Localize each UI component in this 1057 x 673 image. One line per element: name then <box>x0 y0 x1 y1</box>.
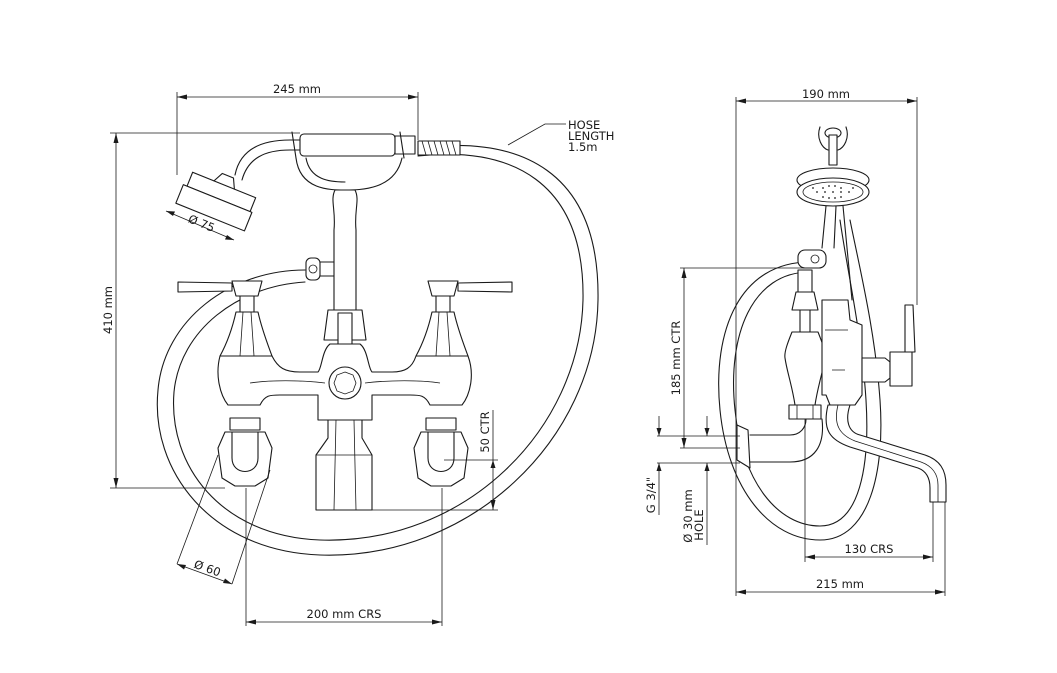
right-tap <box>415 280 513 357</box>
hose-label-line-2: LENGTH <box>568 129 614 143</box>
hose-outlet-side <box>797 249 827 269</box>
left-tap <box>177 280 273 357</box>
dim-215: 215 mm <box>735 430 946 596</box>
right-inlet <box>413 417 469 487</box>
dim-410-label: 410 mm <box>101 286 115 334</box>
side-view: 190 mm 185 mm CTR G 3/4" Ø 30 mm HOLE <box>644 87 947 596</box>
spout-side <box>825 404 947 503</box>
hole-label-line-1: Ø 30 mm <box>681 489 695 542</box>
dim-thread: G 3/4" <box>644 416 740 515</box>
hose-connector <box>417 140 461 156</box>
dim-185-ctr: 185 mm CTR <box>669 267 805 449</box>
dim-200-label: 200 mm CRS <box>307 607 382 621</box>
dim-245-label: 245 mm <box>273 82 321 96</box>
hose <box>156 140 599 556</box>
spray-holes <box>812 185 854 199</box>
hole-label-line-2: HOLE <box>692 509 706 540</box>
dim-50-label: 50 CTR <box>478 411 492 452</box>
dim-hole: Ø 30 mm HOLE <box>681 416 710 545</box>
tap-side <box>784 269 826 420</box>
shower-head-side <box>796 126 870 301</box>
hose-label-line-1: HOSE <box>568 118 600 132</box>
dim-130-label: 130 CRS <box>845 542 894 556</box>
left-inlet <box>217 417 273 487</box>
dim-190-label: 190 mm <box>802 87 850 101</box>
hose-length-callout: HOSE LENGTH 1.5m <box>507 118 614 154</box>
dim-410: 410 mm <box>101 132 300 489</box>
dim-215-label: 215 mm <box>816 577 864 591</box>
thread-label: G 3/4" <box>644 477 658 513</box>
cradle-stem <box>305 189 358 311</box>
handset-head <box>175 171 257 232</box>
body-side <box>821 299 916 406</box>
dim-130-crs: 130 CRS <box>804 419 934 562</box>
hose-label-line-3: 1.5m <box>568 140 598 154</box>
deck-inlet-side <box>736 418 824 469</box>
handset <box>175 131 416 232</box>
dim-60-label: Ø 60 <box>192 557 222 580</box>
dim-200-crs: 200 mm CRS <box>245 488 443 626</box>
dim-50-ctr: 50 CTR <box>372 410 498 511</box>
mixer-body <box>217 343 472 421</box>
dim-190: 190 mm <box>735 87 918 430</box>
dim-185-label: 185 mm CTR <box>669 321 683 396</box>
spout-front <box>315 419 373 511</box>
front-view: 245 mm 410 mm Ø 75 HOSE LENGTH 1.5m <box>101 82 614 626</box>
dim-245: 245 mm <box>176 82 419 175</box>
